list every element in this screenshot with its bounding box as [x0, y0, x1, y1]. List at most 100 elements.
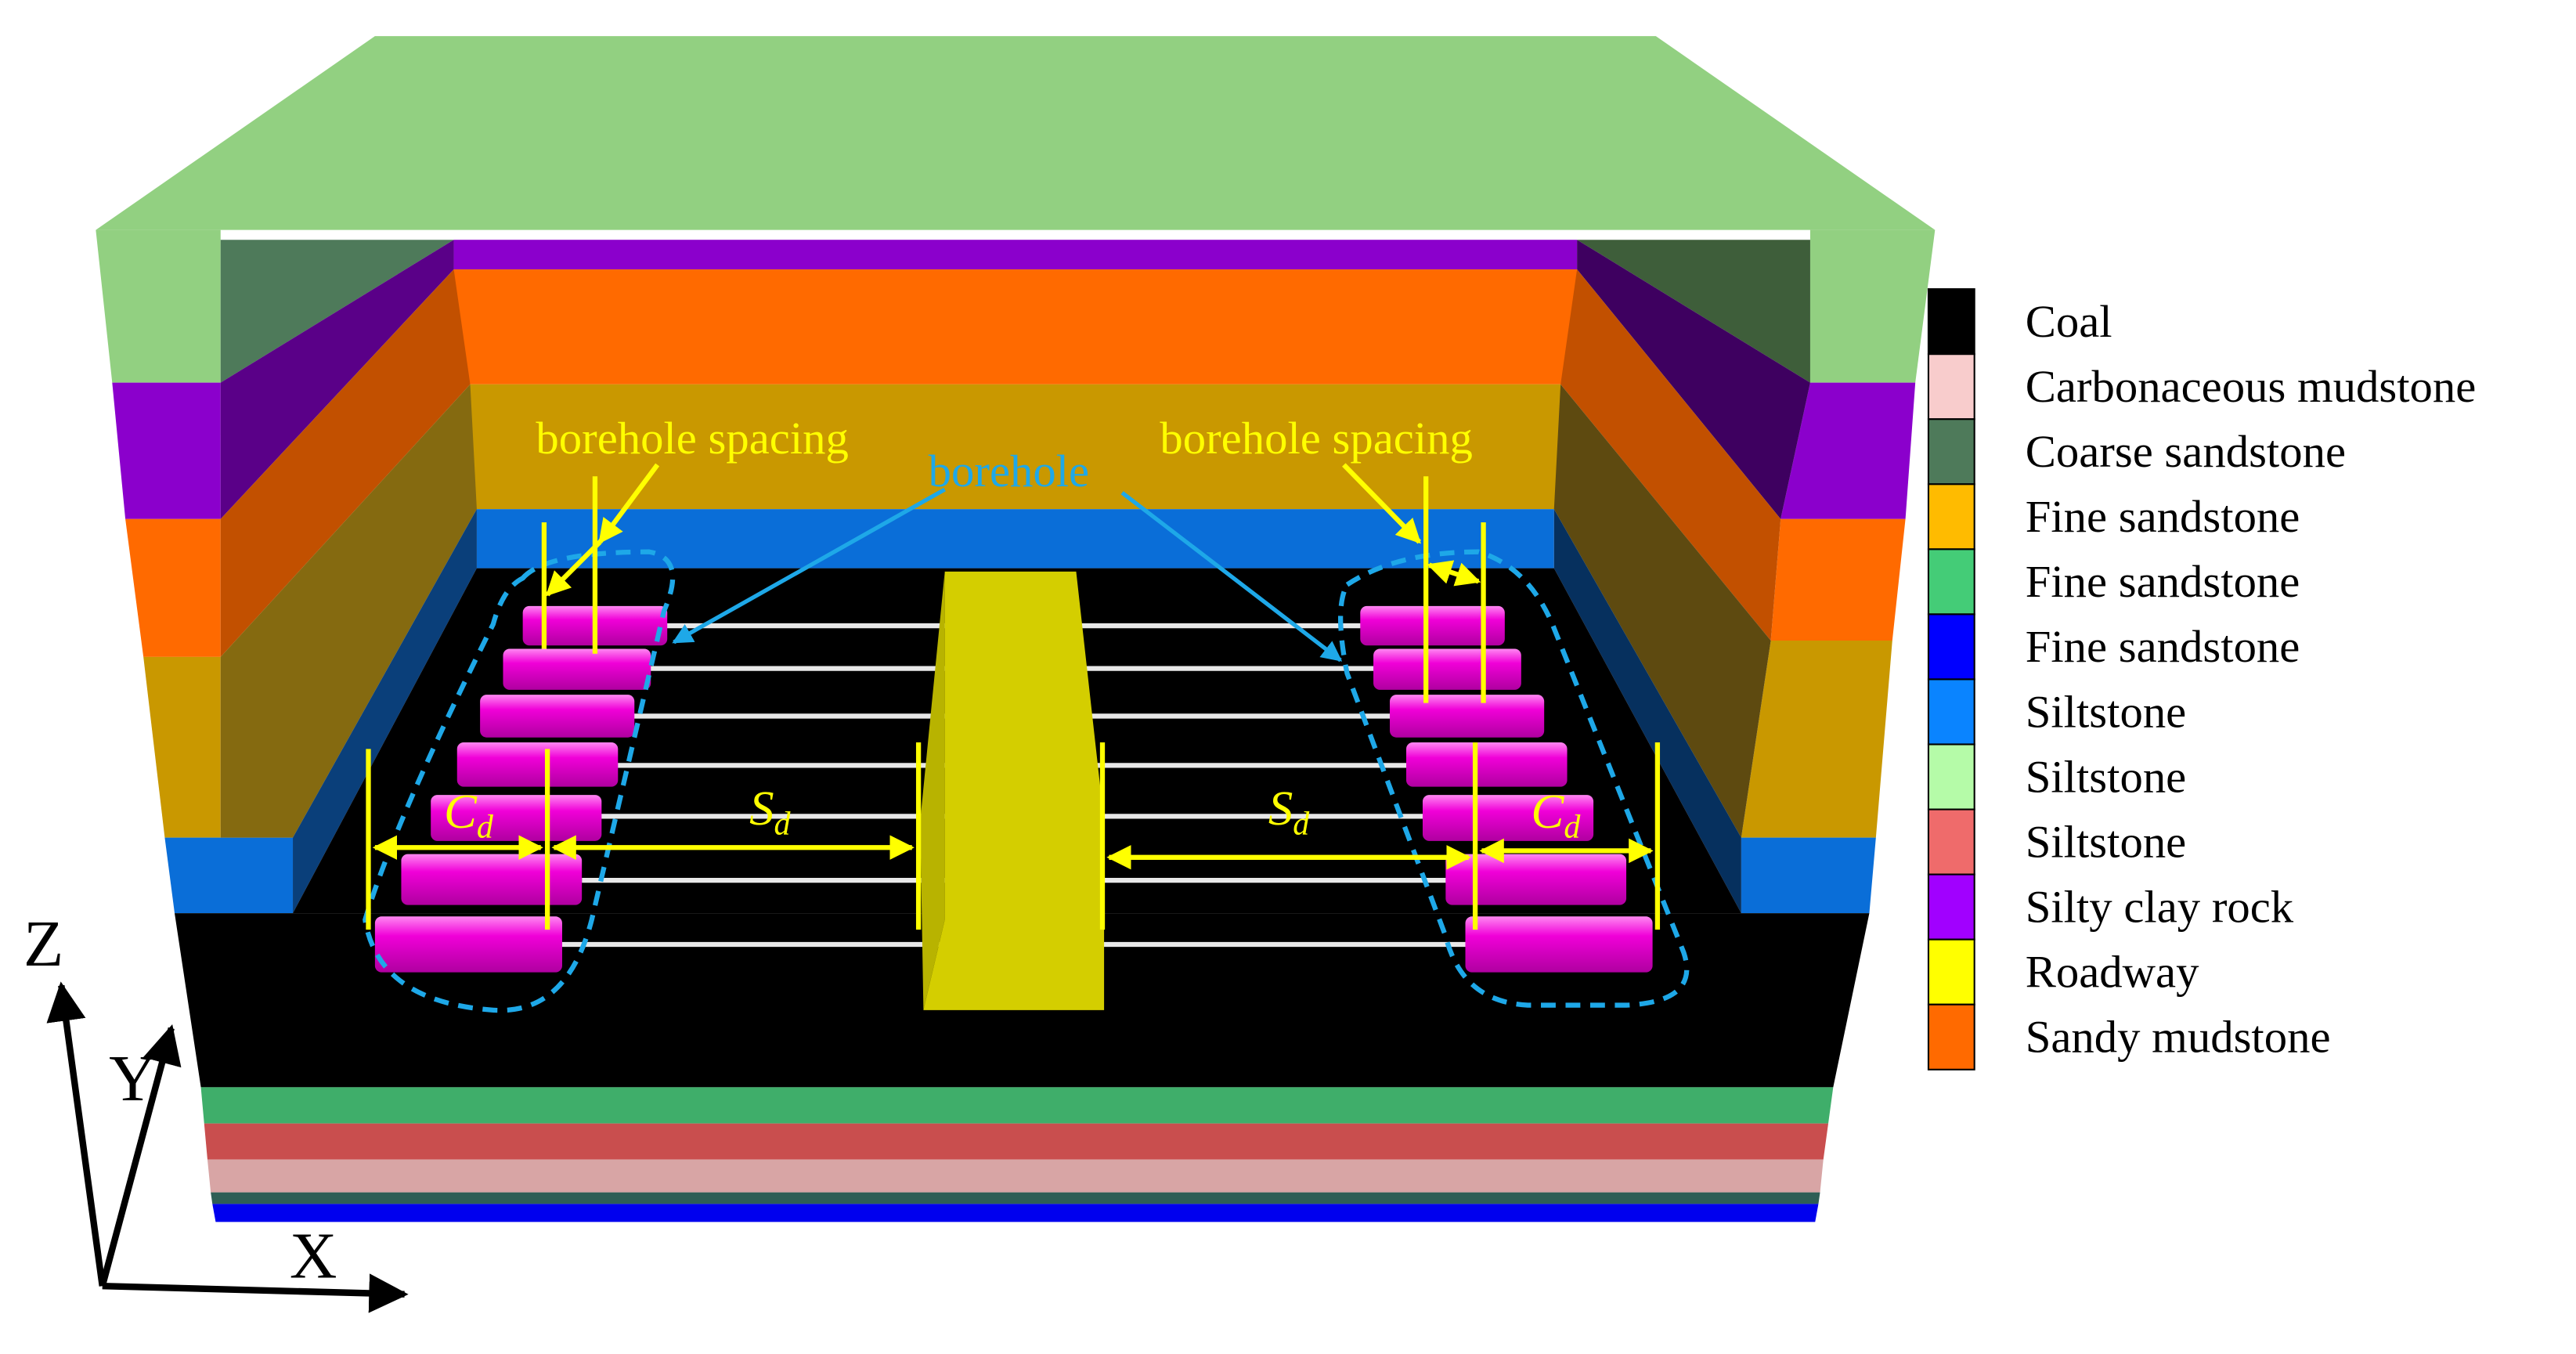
- axis-z-line: [46, 981, 106, 1287]
- legend-label: Siltstone: [2026, 751, 2187, 802]
- legend-label: Roadway: [2026, 946, 2199, 997]
- cd-label-right: Cd: [1531, 784, 1581, 846]
- spacing-left-arrow-b: [545, 540, 602, 597]
- legend-swatch: [1927, 548, 1975, 616]
- roadway-body: [923, 571, 1105, 1010]
- left-wall-purple: [220, 240, 454, 519]
- top-layer-front-right: [1809, 229, 1936, 383]
- spacing-label-left: borehole spacing: [536, 413, 848, 464]
- outline-left: [363, 549, 676, 1013]
- back-wall-blue: [476, 509, 1554, 569]
- outer-block: [96, 36, 1936, 1222]
- cylinder-left-5: [431, 795, 602, 841]
- legend-label: Sandy mudstone: [2026, 1012, 2331, 1063]
- cylinder-left-3: [480, 695, 635, 738]
- legend-label: Fine sandstone: [2026, 491, 2300, 542]
- right-pillar-purple: [1780, 382, 1916, 519]
- sd-left-sub: d: [774, 806, 792, 842]
- legend-swatch: [1927, 1003, 1975, 1071]
- borehole-group-outlines: [363, 549, 1690, 1013]
- sd-left-main: S: [749, 781, 774, 836]
- cylinder-left-6: [401, 854, 583, 905]
- borehole-arrow-left: [672, 487, 946, 645]
- spacing-left-arrow-a: [597, 463, 660, 544]
- cylinder-right-5: [1422, 795, 1594, 841]
- cylinder-left-2: [503, 648, 651, 690]
- legend-swatch: [1927, 418, 1975, 486]
- right-pillar-blue: [1741, 837, 1876, 914]
- cylinder-left-7: [374, 916, 562, 973]
- borehole-label: borehole: [929, 446, 1089, 496]
- cylinder-right-7: [1465, 916, 1653, 973]
- top-face: [96, 36, 1936, 230]
- sd-label-left: Sd: [749, 781, 791, 843]
- floor-red: [204, 1123, 1829, 1160]
- legend-label: Coarse sandstone: [2026, 426, 2346, 477]
- legend-swatch: [1927, 613, 1975, 681]
- legend-label: Fine sandstone: [2026, 621, 2300, 672]
- left-wall-orange: [220, 269, 471, 657]
- right-pillar-ochre: [1741, 640, 1892, 838]
- borehole-arrow-right: [1120, 491, 1343, 663]
- axis-y-label: Y: [109, 1042, 157, 1115]
- legend-label: Coal: [2026, 296, 2112, 347]
- sd-right-sub: d: [1293, 806, 1310, 842]
- legend-swatch: [1927, 808, 1975, 876]
- cylinder-right-6: [1445, 854, 1627, 905]
- legend-swatch: [1927, 353, 1975, 421]
- legend-swatch: [1927, 938, 1975, 1006]
- left-pillar-orange: [125, 518, 221, 657]
- top-layer-front-left: [96, 229, 221, 383]
- right-wall-blue: [1553, 509, 1741, 914]
- left-wall-ochre: [220, 384, 477, 838]
- legend-label: Carbonaceous mudstone: [2026, 361, 2477, 412]
- spacing-right-arrow-b: [1427, 560, 1481, 587]
- cd-right-main: C: [1531, 784, 1564, 839]
- cylinder-right-2: [1373, 648, 1521, 690]
- cylinder-right-3: [1390, 695, 1545, 738]
- cylinders-right: [1360, 605, 1653, 973]
- floor-blue: [212, 1204, 1819, 1222]
- left-pillar-purple: [112, 382, 221, 519]
- cylinder-right-4: [1406, 742, 1568, 787]
- axis-y-line: [99, 1024, 182, 1287]
- legend-swatch: [1927, 743, 1975, 811]
- annotation-text: borehole spacing borehole spacing boreho…: [444, 413, 1581, 846]
- legend-swatch: [1927, 873, 1975, 941]
- back-wall-purple: [453, 240, 1578, 269]
- roadway-block: [920, 571, 1105, 1010]
- cd-left-main: C: [444, 784, 478, 839]
- cd-left-sub: d: [477, 810, 494, 846]
- left-wall-blue: [293, 509, 477, 914]
- spacing-right-arrow-a: [1342, 463, 1422, 544]
- right-pillar-orange: [1770, 518, 1906, 641]
- axis-x-label: X: [290, 1220, 337, 1293]
- legend-label: Siltstone: [2026, 816, 2187, 867]
- floor-dark: [211, 1192, 1820, 1204]
- right-wall-ochre: [1553, 384, 1771, 838]
- floor-pink: [207, 1159, 1824, 1193]
- back-wall-ochre: [470, 384, 1561, 510]
- dimension-markers: [366, 463, 1661, 930]
- sd-label-right: Sd: [1268, 781, 1310, 843]
- coordinate-axes: [46, 981, 409, 1313]
- axis-labels: Z Y X: [23, 908, 337, 1292]
- right-wall-orange: [1560, 269, 1781, 641]
- cd-right-sub: d: [1564, 810, 1581, 846]
- back-wall-orange: [453, 269, 1578, 385]
- legend-label: Silty clay rock: [2026, 881, 2294, 932]
- legend-swatch: [1927, 678, 1975, 746]
- cylinder-left-4: [456, 742, 619, 787]
- spacing-label-right: borehole spacing: [1160, 413, 1472, 464]
- roadway-side: [920, 571, 945, 1010]
- legend-label: Siltstone: [2026, 686, 2187, 737]
- floor-green: [200, 1087, 1834, 1124]
- left-pillar-ochre: [143, 656, 221, 838]
- legend-swatch: [1927, 288, 1975, 356]
- legend-swatch: [1927, 483, 1975, 551]
- right-wall-purple: [1577, 240, 1810, 519]
- left-pillar-blue: [164, 837, 294, 914]
